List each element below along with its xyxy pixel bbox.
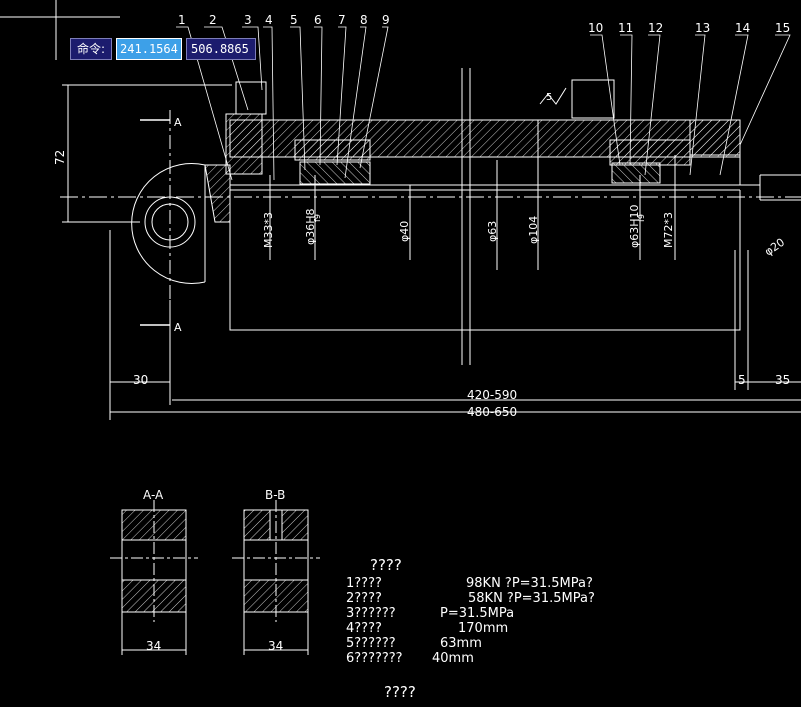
part-number: 9 [382, 13, 390, 27]
dim-30: 30 [133, 373, 148, 387]
part-number: 8 [360, 13, 368, 27]
cylinder-section [204, 113, 741, 223]
dim-m33: M33*3 [262, 212, 275, 248]
part-number: 11 [618, 21, 633, 35]
spec-value: 58KN ?P=31.5MPa? [468, 591, 595, 606]
section-a-markers [140, 119, 170, 326]
spec-label: 4???? [346, 621, 382, 636]
crosshair-cursor [0, 0, 120, 60]
section-aa-width: 34 [146, 639, 161, 653]
spec-title-2: ???? [384, 683, 416, 701]
part-number: 10 [588, 21, 603, 35]
roughness-value: 5 [546, 92, 552, 103]
spec-value: 63mm [440, 636, 482, 651]
dimension-texts: 72 M33*3 φ36H8 f9 φ40 φ63 φ104 φ63H10 f9… [53, 150, 790, 419]
part-number: 12 [648, 21, 663, 35]
dimension-lines [62, 84, 801, 420]
part-number: 7 [338, 13, 346, 27]
spec-value: 170mm [458, 621, 508, 636]
section-bb [232, 500, 320, 655]
dim-420-590: 420-590 [467, 388, 517, 402]
rod-eye [131, 163, 206, 284]
dim-72: 72 [53, 150, 67, 165]
cylinder-body [229, 79, 801, 331]
dim-d63: φ63 [486, 221, 499, 242]
part-number: 6 [314, 13, 322, 27]
section-a-bottom: A [174, 321, 182, 334]
command-label: 命令: [70, 38, 113, 60]
spec-label: 2???? [346, 591, 382, 606]
part-number: 4 [265, 13, 273, 27]
section-bb-title: B-B [265, 488, 285, 502]
part-number: 3 [244, 13, 252, 27]
section-bb-width: 34 [268, 639, 283, 653]
spec-label: 3?????? [346, 606, 396, 621]
spec-value: P=31.5MPa [440, 606, 514, 621]
spec-label: 6??????? [346, 651, 403, 666]
part-number: 5 [290, 13, 298, 27]
leader-lines [176, 26, 791, 181]
spec-value: 98KN ?P=31.5MPa? [466, 576, 593, 591]
section-aa [110, 500, 198, 655]
dim-35: 35 [775, 373, 790, 387]
section-a-top: A [174, 116, 182, 129]
part-number: 13 [695, 21, 710, 35]
spec-value: 40mm [432, 651, 474, 666]
roughness-symbol [539, 87, 567, 105]
dim-480-650: 480-650 [467, 405, 517, 419]
dim-d40: φ40 [398, 221, 411, 242]
dim-d36: φ36H8 [304, 208, 317, 245]
dim-5: 5 [738, 373, 746, 387]
part-number: 14 [735, 21, 750, 35]
part-number: 2 [209, 13, 217, 27]
dim-d20: φ20 [762, 236, 787, 259]
part-number: 15 [775, 21, 790, 35]
dim-d36-sub: f9 [313, 214, 322, 222]
dim-d104: φ104 [527, 216, 540, 244]
spec-label: 5?????? [346, 636, 396, 651]
spec-label: 1???? [346, 576, 382, 591]
center-lines [60, 68, 801, 365]
x-coordinate-input[interactable]: 241.1564 [116, 38, 183, 60]
spec-title: ???? [370, 556, 402, 574]
dim-d63h10-sub: f9 [637, 214, 646, 222]
dim-m72: M72*3 [662, 212, 675, 248]
part-number: 1 [178, 13, 186, 27]
spec-block: ???? 1???? 98KN ?P=31.5MPa? 2???? 58KN ?… [346, 556, 595, 701]
part-numbers: 1 2 3 4 5 6 7 8 9 10 11 12 13 14 15 [178, 13, 790, 35]
command-coordinate-bar: 命令: 241.1564 506.8865 [70, 38, 257, 60]
section-aa-title: A-A [143, 488, 164, 502]
dim-d63h10: φ63H10 [628, 204, 641, 248]
y-coordinate-input[interactable]: 506.8865 [186, 38, 257, 60]
